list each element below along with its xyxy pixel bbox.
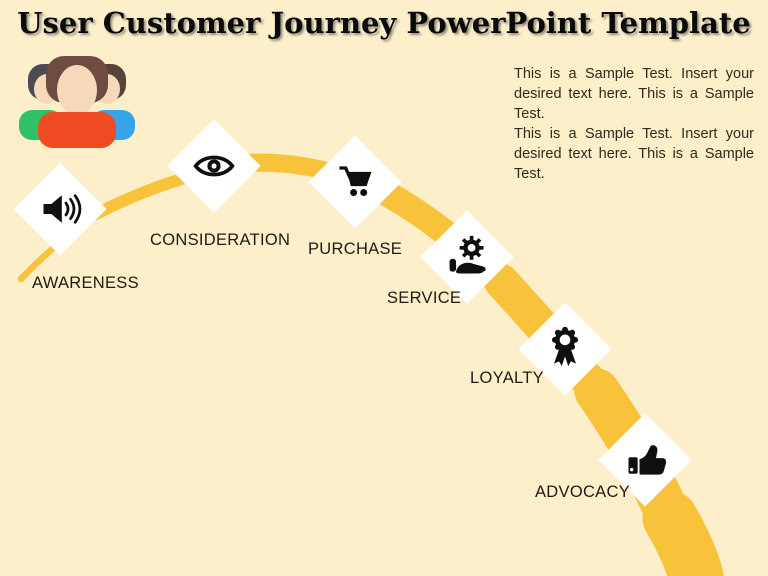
stage-label-loyalty: LOYALTY: [470, 369, 544, 387]
customer-group-icon: [19, 56, 135, 148]
stage-diamond-purchase: [308, 135, 402, 229]
eye-icon: [193, 155, 235, 177]
stage-label-service: SERVICE: [387, 289, 462, 307]
award-ribbon-icon: [551, 327, 579, 366]
speaker-announcement-icon: [43, 194, 82, 224]
stage-label-purchase: PURCHASE: [308, 240, 403, 258]
description-paragraph: This is a Sample Test. Insert your desir…: [514, 126, 754, 182]
shopping-cart-icon: [339, 166, 372, 197]
stage-diamond-loyalty: [518, 302, 612, 396]
person-center: [38, 56, 116, 148]
hand-gear-icon: [449, 235, 486, 274]
description-text: This is a Sample Test. Insert your desir…: [514, 64, 754, 184]
stage-diamond-service: [420, 210, 514, 304]
stage-label-advocacy: ADVOCACY: [535, 483, 631, 501]
description-paragraph: This is a Sample Test. Insert your desir…: [514, 66, 754, 122]
stage-diamond-consideration: [167, 119, 261, 213]
slide-title: User Customer Journey PowerPoint Templat…: [17, 6, 751, 40]
stage-label-consideration: CONSIDERATION: [150, 231, 291, 249]
thumbs-up-icon: [628, 445, 667, 475]
stage-label-awareness: AWARENESS: [32, 274, 139, 292]
stage-diamond-advocacy: [598, 413, 692, 507]
stage-diamond-awareness: [13, 162, 107, 256]
